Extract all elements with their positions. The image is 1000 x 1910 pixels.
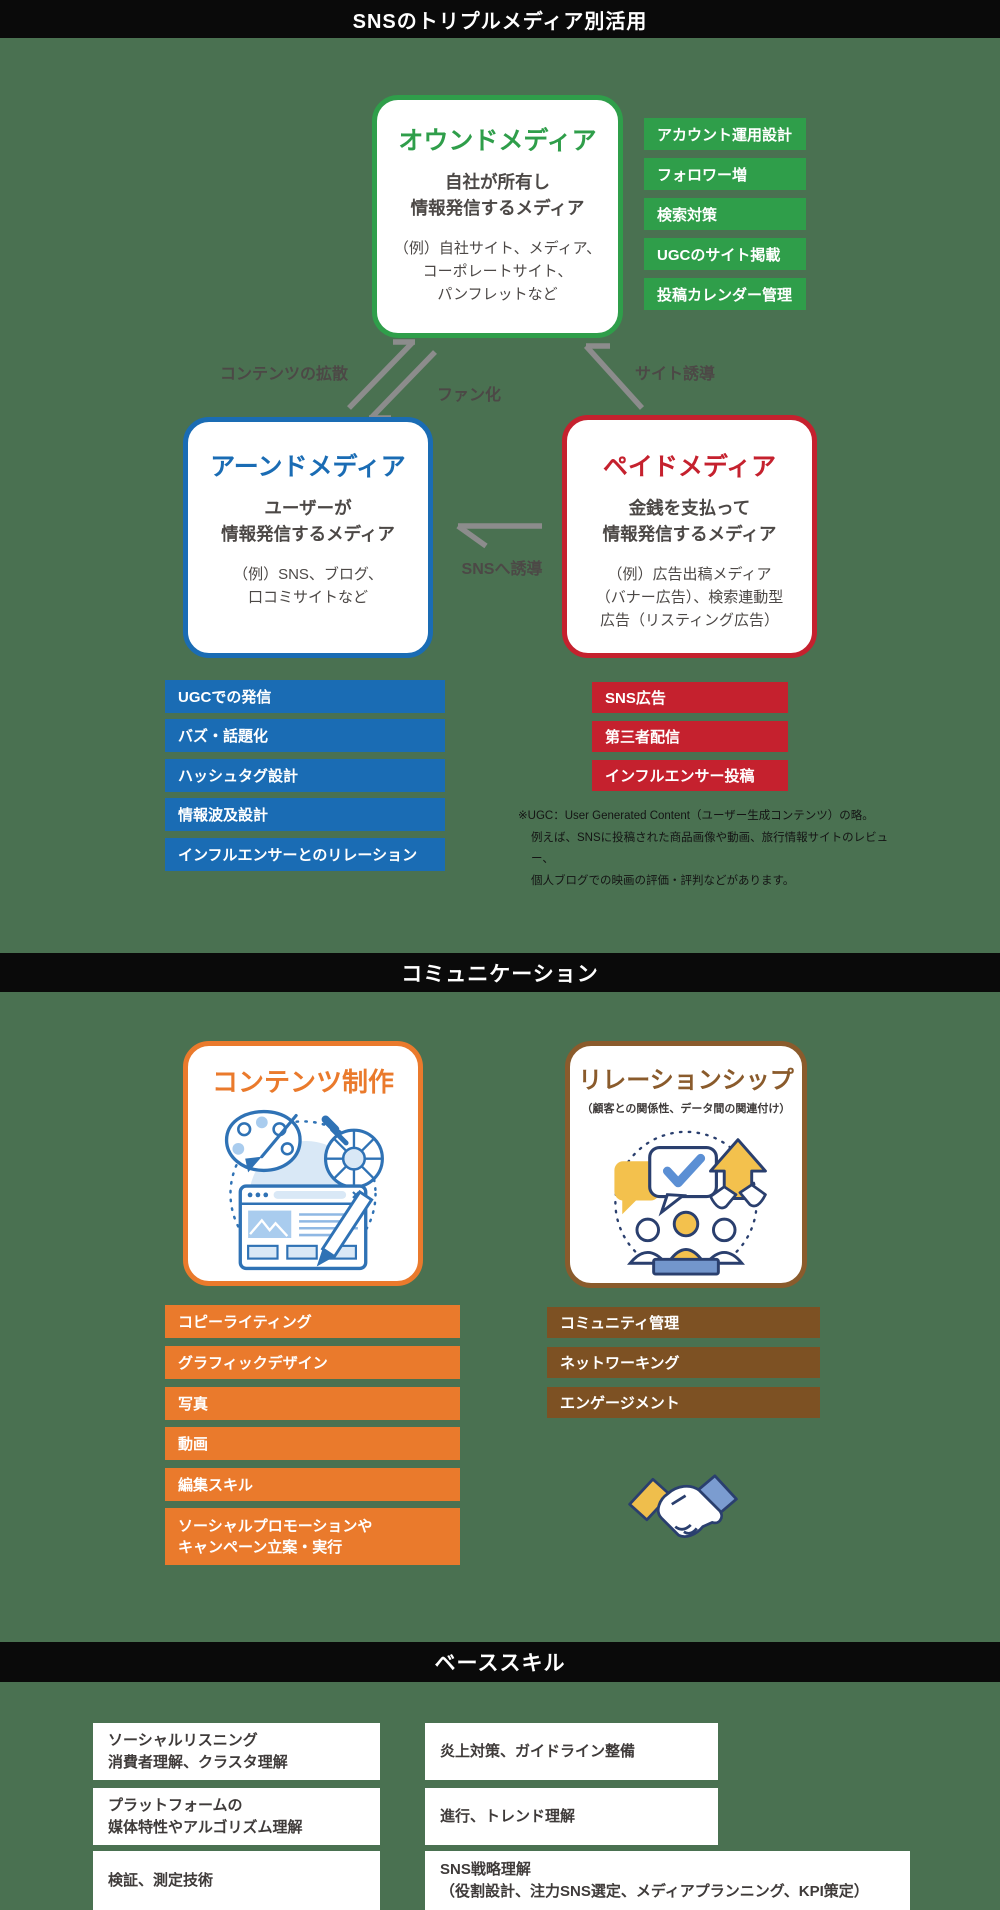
- owned-media-title: オウンドメディア: [398, 127, 597, 155]
- base-skill-item: 検証、測定技術: [93, 1851, 380, 1910]
- earned-tag: バズ・話題化: [165, 719, 445, 752]
- relationship-box: リレーションシップ （顧客との関係性、データ間の関連付け）: [565, 1041, 807, 1288]
- earned-tag: 情報波及設計: [165, 798, 445, 831]
- earned-media-examples: （例）SNS、ブログ、 口コミサイトなど: [233, 566, 383, 606]
- section-title: コミュニケーション: [401, 962, 599, 986]
- relationship-subtitle: （顧客との関係性、データ間の関連付け）: [581, 1103, 791, 1115]
- earned-tag: UGCでの発信: [165, 680, 445, 713]
- content-creation-title: コンテンツ制作: [211, 1067, 394, 1097]
- paid-media-examples: （例）広告出稿メディア （バナー広告）、検索連動型 広告（リスティング広告）: [595, 566, 784, 629]
- content-tag: 編集スキル: [165, 1468, 460, 1501]
- relationship-tag: ネットワーキング: [547, 1347, 820, 1378]
- owned-media-description: 自社が所有し 情報発信するメディア: [410, 172, 585, 218]
- earned-media-box: アーンドメディア ユーザーが 情報発信するメディア （例）SNS、ブログ、 口コ…: [183, 417, 433, 658]
- base-skill-item: ソーシャルリスニング 消費者理解、クラスタ理解: [93, 1723, 380, 1780]
- paid-media-title: ペイドメディア: [602, 453, 777, 481]
- content-tag: ソーシャルプロモーションや キャンペーン立案・実行: [165, 1508, 460, 1565]
- sns-arrow-label: SNSへ誘導: [461, 561, 543, 578]
- earned-tag: インフルエンサーとのリレーション: [165, 838, 445, 871]
- section-header-triple-media: SNSのトリプルメディア別活用: [0, 0, 1000, 38]
- owned-media-box: オウンドメディア 自社が所有し 情報発信するメディア （例）自社サイト、メディア…: [372, 95, 623, 338]
- spread-arrow-label: コンテンツの拡散: [219, 366, 348, 383]
- ugc-footnote: ※UGC：User Generated Content（ユーザー生成コンテンツ）…: [518, 810, 889, 887]
- paid-media-box: ペイドメディア 金銭を支払って 情報発信するメディア （例）広告出稿メディア （…: [562, 415, 817, 658]
- base-skill-item: 進行、トレンド理解: [425, 1788, 718, 1845]
- paid-tag: 第三者配信: [592, 721, 788, 752]
- content-tag: 写真: [165, 1387, 460, 1420]
- base-skill-item: 炎上対策、ガイドライン整備: [425, 1723, 718, 1780]
- paid-tag: インフルエンサー投稿: [592, 760, 788, 791]
- owned-tag: フォロワー増: [644, 158, 806, 190]
- section-title: SNSのトリプルメディア別活用: [352, 10, 648, 33]
- section-header-base-skills: ベーススキル: [0, 1642, 1000, 1682]
- relationship-illustration: [614, 1130, 767, 1276]
- content-tag: グラフィックデザイン: [165, 1346, 460, 1379]
- base-skill-item: SNS戦略理解 （役割設計、注力SNS選定、メディアプランニング、KPI策定）: [425, 1851, 910, 1910]
- site-guidance-arrow-icon: [583, 343, 645, 410]
- earned-media-description: ユーザーが 情報発信するメディア: [221, 498, 395, 544]
- relationship-title: リレーションシップ: [578, 1067, 794, 1094]
- content-tag: 動画: [165, 1427, 460, 1460]
- relationship-tag: コミュニティ管理: [547, 1307, 820, 1338]
- owned-tag: 投稿カレンダー管理: [644, 278, 806, 310]
- owned-media-examples: （例）自社サイト、メディア、 コーポレートサイト、 パンフレットなど: [393, 240, 602, 303]
- owned-tag: 検索対策: [644, 198, 806, 230]
- content-creation-box: コンテンツ制作: [183, 1041, 423, 1286]
- section-title: ベーススキル: [434, 1652, 566, 1675]
- handshake-icon: [628, 1474, 738, 1538]
- paid-media-description: 金銭を支払って 情報発信するメディア: [602, 498, 777, 544]
- content-creation-illustration: [224, 1109, 384, 1271]
- owned-tag: UGCのサイト掲載: [644, 238, 806, 270]
- section-header-communication: コミュニケーション: [0, 953, 1000, 992]
- site-arrow-label: サイト誘導: [635, 366, 716, 383]
- fan-arrow-label: ファン化: [437, 387, 502, 404]
- sns-guidance-arrow-icon: [456, 523, 542, 549]
- spread-fan-double-arrow-icon: [347, 339, 437, 421]
- earned-media-title: アーンドメディア: [210, 453, 406, 481]
- base-skill-item: プラットフォームの 媒体特性やアルゴリズム理解: [93, 1788, 380, 1845]
- relationship-tag: エンゲージメント: [547, 1387, 820, 1418]
- earned-tag: ハッシュタグ設計: [165, 759, 445, 792]
- owned-tag: アカウント運用設計: [644, 118, 806, 150]
- content-tag: コピーライティング: [165, 1305, 460, 1338]
- paid-tag: SNS広告: [592, 682, 788, 713]
